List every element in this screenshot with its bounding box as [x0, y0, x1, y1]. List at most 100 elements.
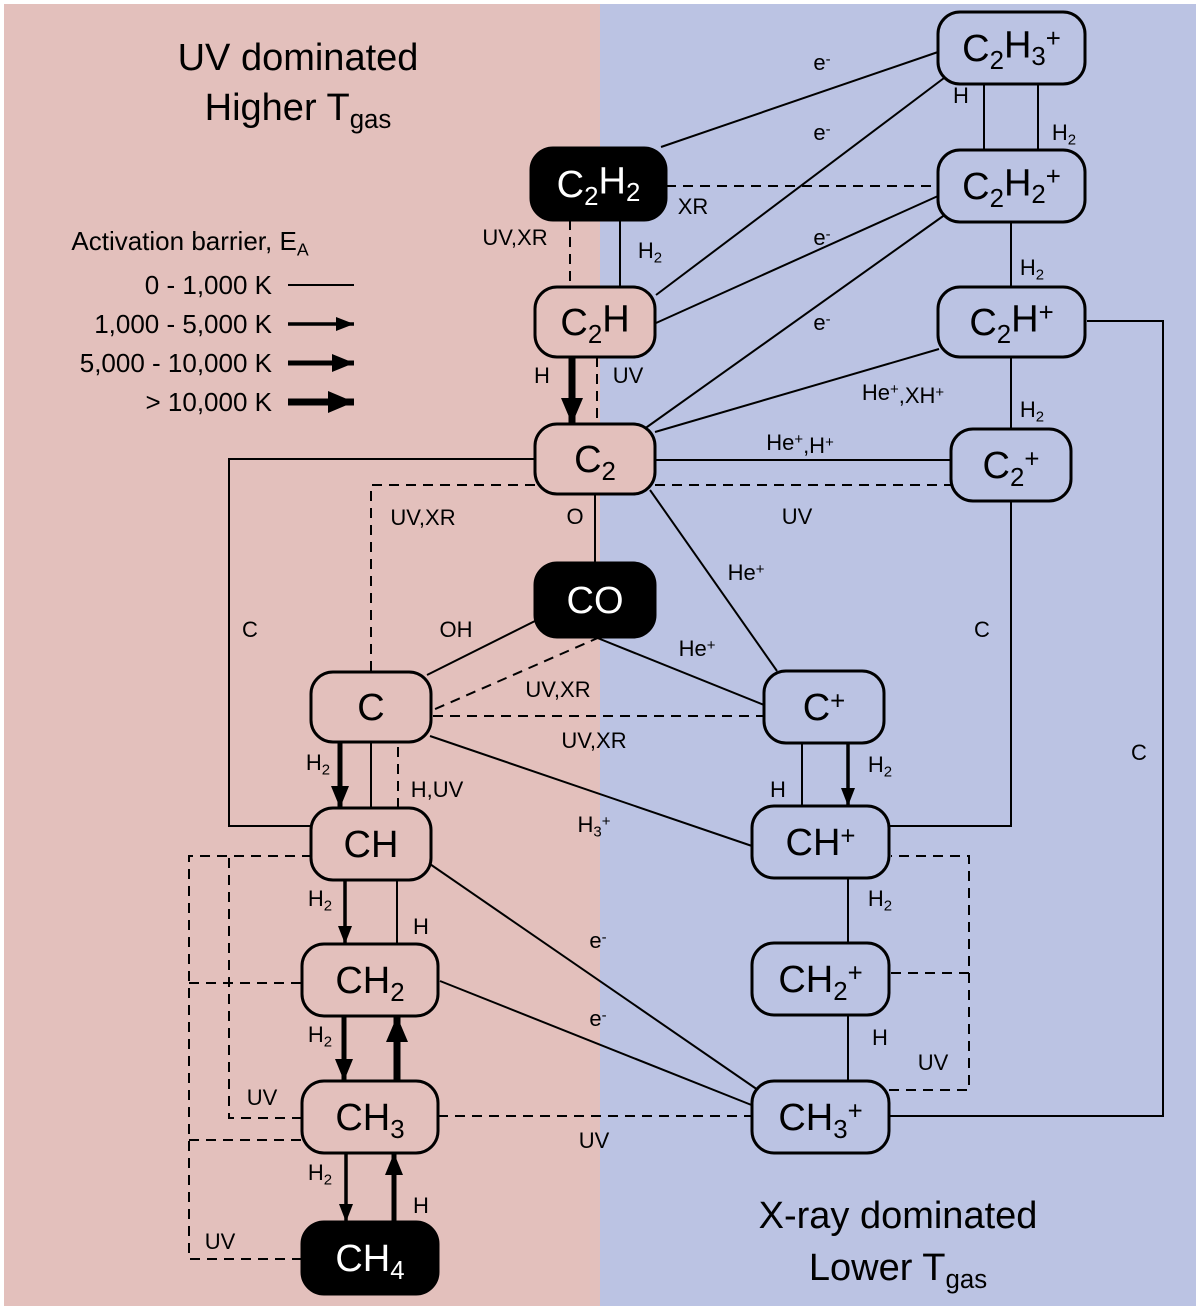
node-box — [533, 285, 657, 359]
reaction-label: UV,XR — [390, 505, 455, 530]
reaction-label: C — [242, 617, 258, 642]
reaction-arrow-ch4-uv-loop — [188, 855, 311, 1260]
reaction-arrow-c2-c2hp-HeXH — [654, 348, 940, 433]
xray-title-line1: X-ray dominated — [759, 1195, 1038, 1237]
reaction-arrow-c2-c-UVXR — [370, 484, 535, 672]
reaction-arrow-ch3-uv-loop — [228, 856, 302, 1119]
reaction-label: H — [953, 83, 969, 108]
reaction-label: H2 — [308, 1160, 332, 1188]
node-label: C2 — [574, 439, 616, 486]
node-box — [750, 804, 891, 880]
legend-item-label: 1,000 - 5,000 K — [94, 309, 272, 339]
node-label: C — [357, 687, 384, 729]
uv-region-background — [0, 0, 600, 1310]
reaction-label: He+ — [728, 560, 765, 585]
node-box — [936, 10, 1087, 86]
reaction-label: H — [770, 777, 786, 802]
node-label: CH4 — [335, 1238, 404, 1285]
reaction-label: H2 — [868, 886, 892, 914]
reaction-label: UV — [205, 1229, 236, 1254]
node-box — [533, 422, 657, 496]
reaction-label: UV,XR — [561, 728, 626, 753]
uv-title-line2: Higher Tgas — [205, 87, 392, 134]
node-box — [300, 1079, 440, 1155]
reaction-label: He+,XH+ — [862, 380, 944, 408]
node-label: CH2+ — [778, 959, 862, 1006]
species-node-c2h3p: C2H3+ — [936, 10, 1087, 86]
reaction-arrow-c-chp-H3 — [429, 735, 753, 847]
node-box — [762, 669, 886, 745]
reaction-label: C — [974, 617, 990, 642]
reaction-arrow-c2-cp-He — [649, 489, 778, 672]
reaction-arrow-c2h2p-c2-e — [639, 213, 947, 433]
reaction-label: UV — [918, 1050, 949, 1075]
reaction-label: H2 — [1052, 120, 1076, 148]
node-label: CO — [567, 580, 624, 622]
node-box — [936, 285, 1087, 359]
reaction-label: UV,XR — [525, 677, 590, 702]
uv-title-line1: UV dominated — [178, 37, 419, 79]
xray-region-background — [600, 0, 1200, 1310]
node-box — [533, 561, 657, 639]
reaction-arrow-ch3p-ch2-e — [439, 980, 755, 1107]
reaction-label: He+ — [679, 636, 716, 661]
species-node-ch: CH — [309, 806, 433, 882]
reaction-label: H2 — [1020, 255, 1044, 283]
reaction-arrow-ch3p-c2hp-C — [889, 320, 1164, 1117]
reaction-label: H2 — [308, 886, 332, 914]
node-box — [750, 941, 891, 1017]
node-label: CH2 — [335, 960, 404, 1007]
reaction-label: H — [872, 1025, 888, 1050]
node-label: C2H+ — [969, 298, 1053, 348]
node-box — [949, 427, 1073, 503]
xray-title-line2: Lower Tgas — [809, 1247, 987, 1294]
reaction-label: H2 — [306, 750, 330, 778]
reaction-label: XR — [678, 194, 709, 219]
node-label: CH+ — [786, 822, 856, 864]
node-box — [309, 806, 433, 882]
reaction-label: UV — [579, 1128, 610, 1153]
node-label: C2H2+ — [962, 162, 1061, 212]
reaction-label: H — [534, 363, 550, 388]
species-node-c2p: C2+ — [949, 427, 1073, 503]
reaction-label: H — [413, 1193, 429, 1218]
reaction-label: UV — [247, 1085, 278, 1110]
reaction-label: H2 — [1020, 397, 1044, 425]
node-label: C2H2 — [557, 160, 641, 210]
reaction-label: H2 — [308, 1022, 332, 1050]
legend-item-label: 0 - 1,000 K — [145, 270, 273, 300]
species-node-c2h: C2H — [533, 285, 657, 359]
node-label: C+ — [803, 687, 846, 729]
reaction-label: H,UV — [411, 777, 464, 802]
node-box — [300, 1220, 440, 1296]
reaction-label: e- — [813, 310, 830, 335]
reaction-arrows — [188, 51, 1164, 1260]
reaction-label: e- — [589, 1006, 606, 1031]
reaction-label: OH — [440, 617, 473, 642]
reaction-label: H2 — [868, 752, 892, 780]
reaction-label: UV,XR — [482, 225, 547, 250]
reaction-label: H2 — [638, 238, 662, 266]
reaction-label: H — [413, 914, 429, 939]
node-label: CH — [344, 824, 399, 866]
node-box — [750, 1079, 891, 1155]
species-node-cp: C+ — [762, 669, 886, 745]
node-box — [300, 942, 440, 1018]
species-node-c2hp: C2H+ — [936, 285, 1087, 359]
node-label: C2H3+ — [962, 24, 1061, 74]
species-node-co: CO — [533, 561, 657, 639]
reaction-arrow-co-c-UVXR — [432, 636, 601, 711]
legend: Activation barrier, EA0 - 1,000 K1,000 -… — [71, 226, 354, 417]
node-box — [309, 670, 433, 744]
node-box — [529, 146, 668, 222]
node-box — [936, 148, 1087, 224]
reaction-label: C — [1131, 740, 1147, 765]
species-node-ch3: CH3 — [300, 1079, 440, 1155]
reaction-arrow-c-co-OH — [426, 619, 538, 676]
reaction-label: He+,H+ — [766, 430, 834, 458]
node-label: CH3+ — [778, 1097, 862, 1144]
reaction-arrow-co-cp-He — [594, 636, 765, 706]
reaction-label: e- — [589, 928, 606, 953]
